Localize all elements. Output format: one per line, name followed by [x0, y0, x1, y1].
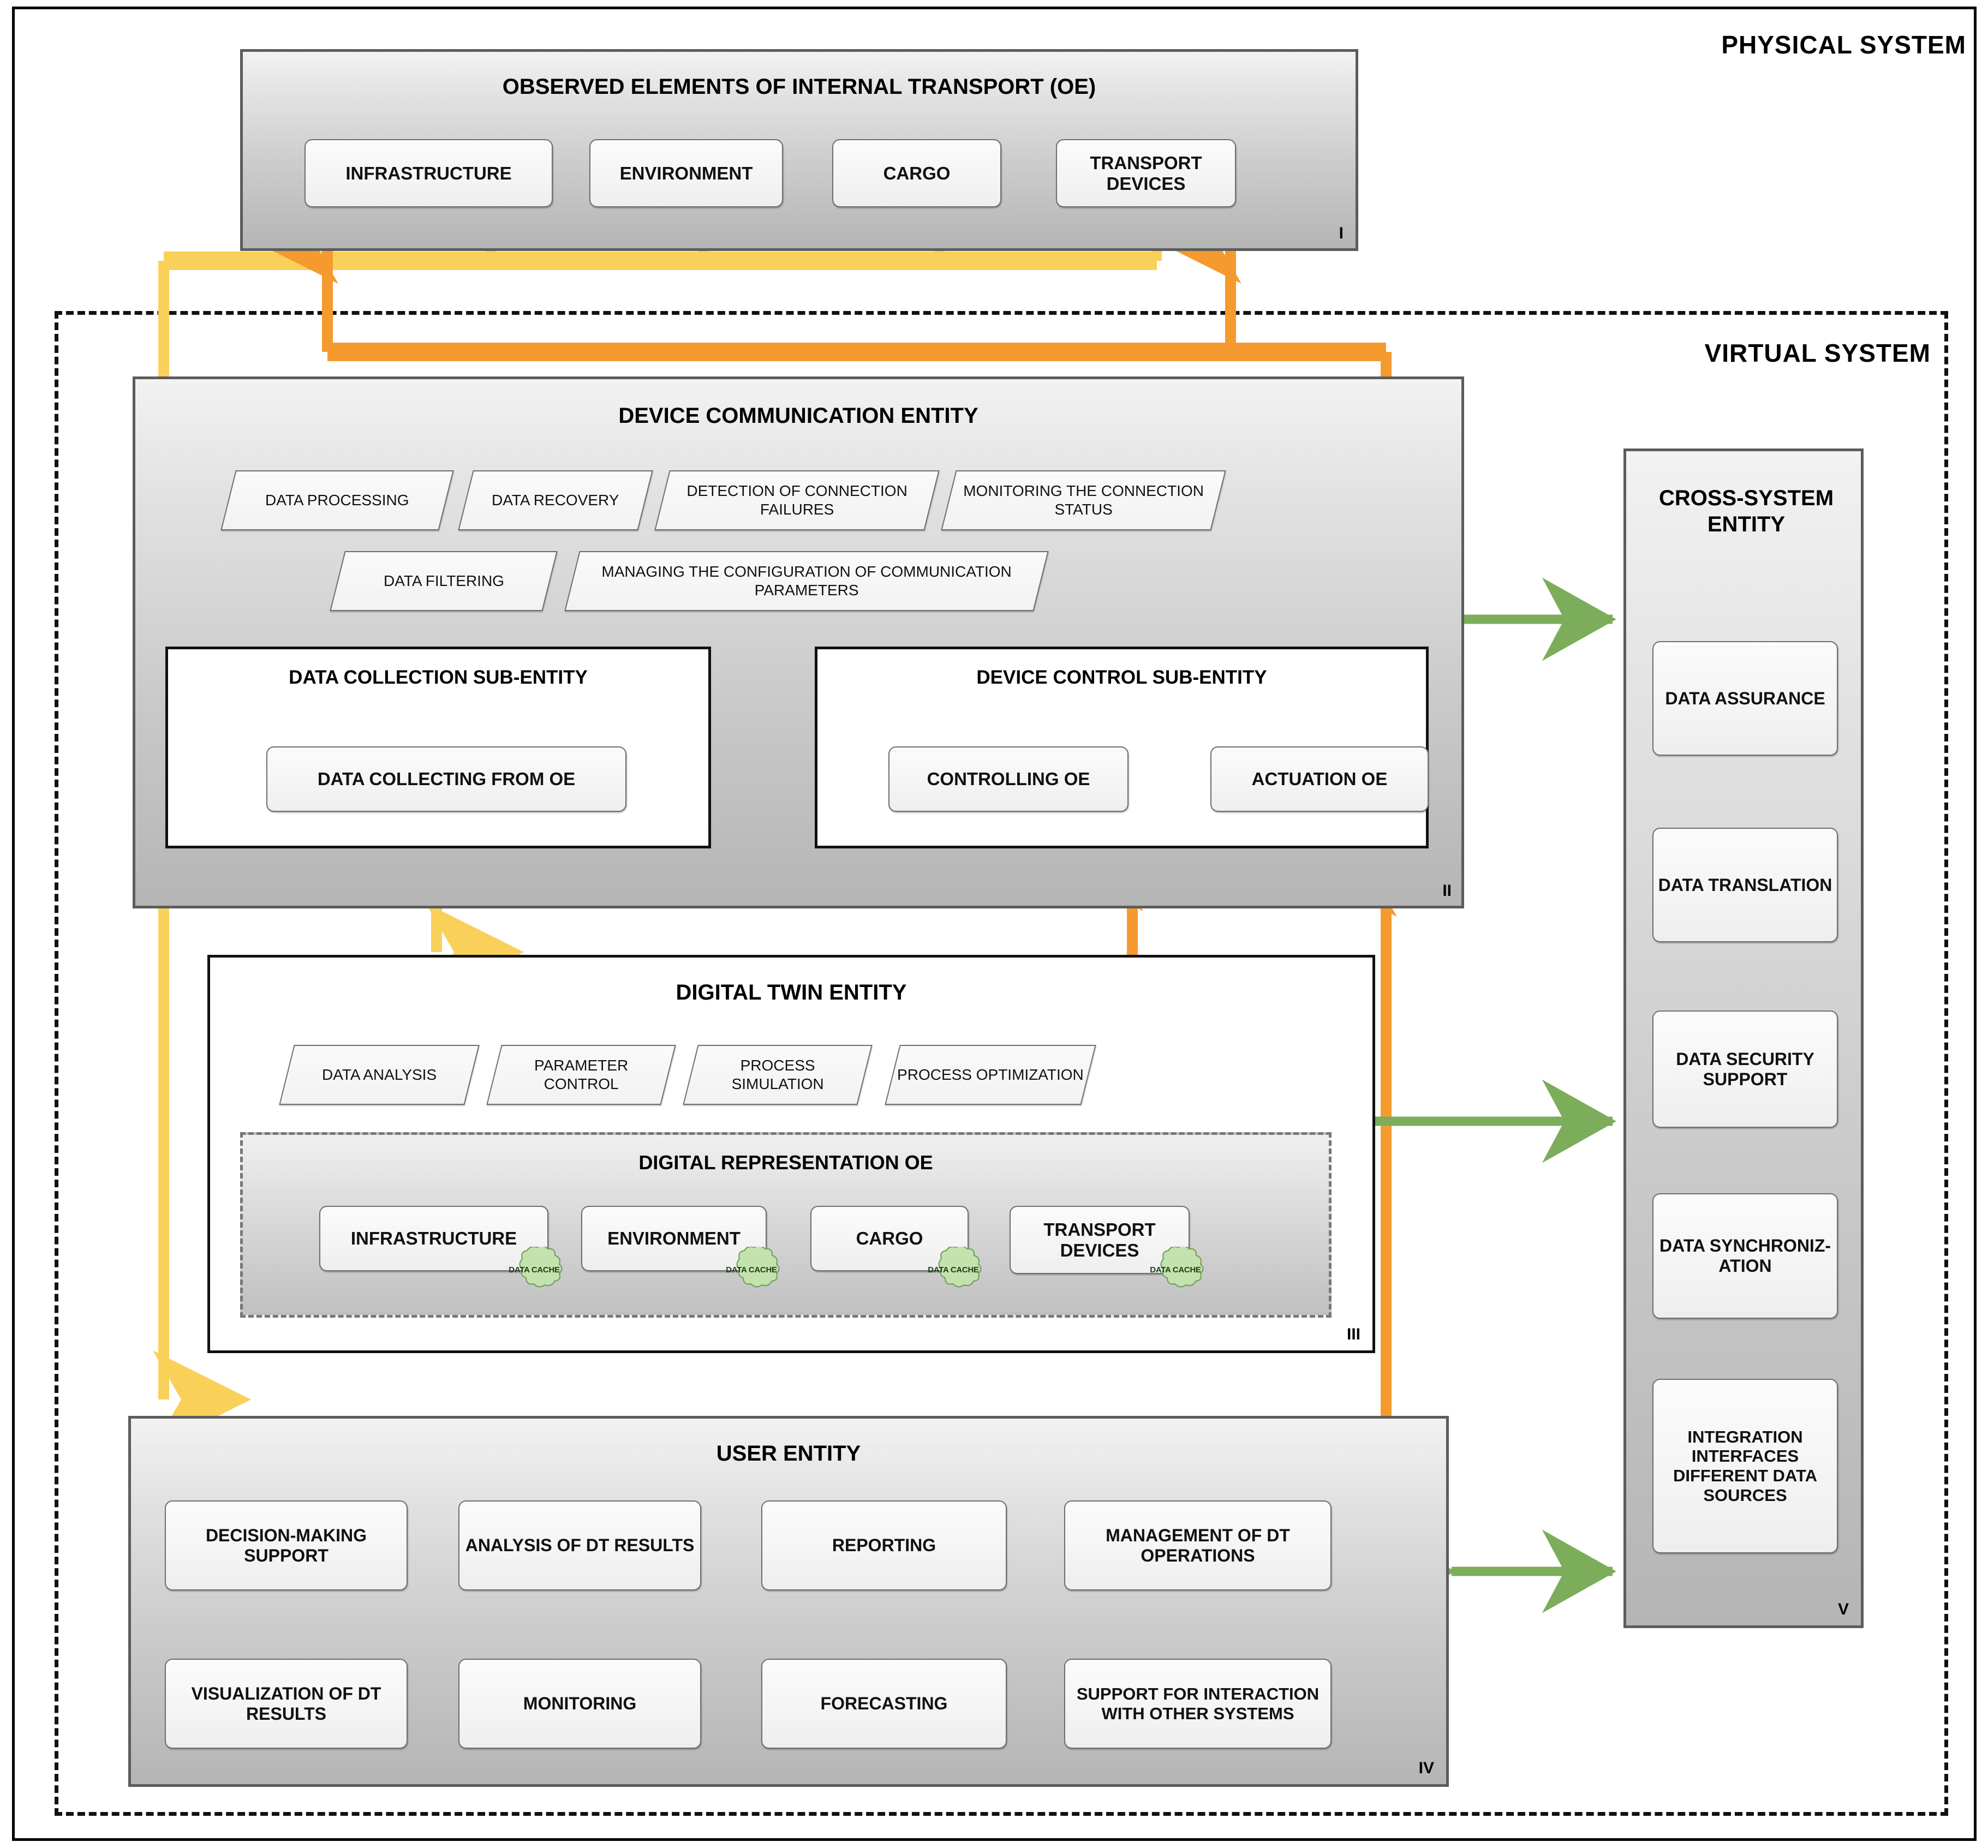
digital-representation-oe-group: DIGITAL REPRESENTATION OE INFRASTRUCTURE… — [240, 1132, 1332, 1318]
cse-item-data-security-support[interactable]: DATA SECURITY SUPPORT — [1652, 1010, 1838, 1128]
cse-item-data-assurance[interactable]: DATA ASSURANCE — [1652, 641, 1838, 756]
user-entity-panel: USER ENTITY DECISION-MAKING SUPPORT ANAL… — [128, 1416, 1449, 1787]
observed-elements-panel: OBSERVED ELEMENTS OF INTERNAL TRANSPORT … — [240, 49, 1358, 251]
dr-box-transport-devices[interactable]: TRANSPORT DEVICES — [1010, 1206, 1190, 1274]
dce-function-label: DATA RECOVERY — [492, 492, 619, 509]
dr-box-infrastructure[interactable]: INFRASTRUCTURE — [319, 1206, 548, 1271]
oe-box-transport-devices[interactable]: TRANSPORT DEVICES — [1056, 139, 1236, 207]
digital-representation-oe-title: DIGITAL REPRESENTATION OE — [638, 1151, 933, 1174]
dce-function-data-processing[interactable]: DATA PROCESSING — [220, 470, 454, 530]
dce-function-managing-communication-parameters[interactable]: MANAGING THE CONFIGURATION OF COMMUNICAT… — [564, 551, 1049, 611]
dt-function-label: PARAMETER CONTROL — [534, 1057, 629, 1092]
roman-numeral-v: V — [1837, 1600, 1849, 1618]
ue-item-management-of-dt-operations[interactable]: MANAGEMENT OF DT OPERATIONS — [1064, 1500, 1332, 1590]
cross-system-entity-panel: CROSS-SYSTEM ENTITY DATA ASSURANCE DATA … — [1623, 448, 1864, 1628]
oe-box-infrastructure[interactable]: INFRASTRUCTURE — [305, 139, 553, 207]
device-communication-entity-panel: DEVICE COMMUNICATION ENTITY DATA PROCESS… — [133, 376, 1464, 908]
data-cache-cloud-environment: DATA CACHE — [723, 1245, 780, 1294]
virtual-system-frame — [55, 311, 1948, 1816]
device-control-sub-entity: DEVICE CONTROL SUB-ENTITY CONTROLLING OE… — [815, 647, 1429, 848]
dce-function-data-filtering[interactable]: DATA FILTERING — [330, 551, 558, 611]
dt-function-parameter-control[interactable]: PARAMETER CONTROL — [486, 1045, 676, 1105]
dce-function-data-recovery[interactable]: DATA RECOVERY — [458, 470, 653, 530]
virtual-system-label: VIRTUAL SYSTEM — [1704, 339, 1931, 367]
device-communication-entity-title: DEVICE COMMUNICATION ENTITY — [618, 404, 978, 428]
ue-item-decision-making-support[interactable]: DECISION-MAKING SUPPORT — [165, 1500, 408, 1590]
oe-box-cargo[interactable]: CARGO — [832, 139, 1001, 207]
roman-numeral-iii: III — [1346, 1325, 1360, 1343]
dt-function-process-simulation[interactable]: PROCESS SIMULATION — [683, 1045, 873, 1105]
dt-function-label: DATA ANALYSIS — [321, 1066, 437, 1084]
dc-item-actuation-oe[interactable]: ACTUATION OE — [1210, 746, 1429, 812]
ue-item-analysis-of-dt-results[interactable]: ANALYSIS OF DT RESULTS — [458, 1500, 701, 1590]
device-control-sub-entity-title: DEVICE CONTROL SUB-ENTITY — [976, 667, 1267, 688]
dt-function-process-optimization[interactable]: PROCESS OPTIMIZATION — [885, 1045, 1096, 1105]
dc-item-data-collecting-from-oe[interactable]: DATA COLLECTING FROM OE — [266, 746, 626, 812]
data-cache-cloud-cargo: DATA CACHE — [925, 1245, 982, 1294]
roman-numeral-i: I — [1339, 224, 1344, 242]
dce-function-label: DATA PROCESSING — [265, 492, 409, 509]
dce-function-label: DETECTION OF CONNECTION FAILURES — [686, 482, 908, 518]
ue-item-support-for-interaction-with-other-systems[interactable]: SUPPORT FOR INTERACTION WITH OTHER SYSTE… — [1064, 1659, 1332, 1749]
dce-function-label: MANAGING THE CONFIGURATION OF COMMUNICAT… — [601, 563, 1012, 599]
dce-function-label: DATA FILTERING — [383, 572, 504, 590]
digital-twin-entity-title: DIGITAL TWIN ENTITY — [676, 980, 907, 1004]
cse-item-integration-interfaces-different-data-sources[interactable]: INTEGRATION INTERFACES DIFFERENT DATA SO… — [1652, 1379, 1838, 1553]
dt-function-label: PROCESS SIMULATION — [731, 1057, 824, 1092]
dce-function-monitoring-the-connection-status[interactable]: MONITORING THE CONNECTION STATUS — [941, 470, 1226, 530]
ue-item-monitoring[interactable]: MONITORING — [458, 1659, 701, 1749]
roman-numeral-iv: IV — [1418, 1759, 1434, 1777]
physical-system-label: PHYSICAL SYSTEM — [1721, 31, 1966, 59]
data-collection-sub-entity: DATA COLLECTION SUB-ENTITY DATA COLLECTI… — [165, 647, 711, 848]
user-entity-title: USER ENTITY — [716, 1442, 861, 1466]
cse-item-data-translation[interactable]: DATA TRANSLATION — [1652, 828, 1838, 942]
dt-function-data-analysis[interactable]: DATA ANALYSIS — [279, 1045, 480, 1105]
dr-box-environment[interactable]: ENVIRONMENT — [581, 1206, 767, 1271]
outer-frame — [12, 7, 1977, 1841]
dt-function-label: PROCESS OPTIMIZATION — [897, 1066, 1084, 1084]
data-cache-label: DATA CACHE — [1150, 1265, 1201, 1275]
data-cache-cloud-infrastructure: DATA CACHE — [506, 1245, 563, 1294]
cse-item-data-synchronization[interactable]: DATA SYNCHRONIZ- ATION — [1652, 1193, 1838, 1319]
dce-function-label: MONITORING THE CONNECTION STATUS — [963, 482, 1204, 518]
dce-function-detection-of-connection-failures[interactable]: DETECTION OF CONNECTION FAILURES — [654, 470, 940, 530]
observed-elements-title: OBSERVED ELEMENTS OF INTERNAL TRANSPORT … — [502, 75, 1096, 99]
cross-system-entity-title: CROSS-SYSTEM ENTITY — [1658, 486, 1834, 536]
ue-item-forecasting[interactable]: FORECASTING — [761, 1659, 1007, 1749]
digital-twin-entity-panel: DIGITAL TWIN ENTITY DATA ANALYSIS PARAME… — [207, 955, 1375, 1353]
data-collection-sub-entity-title: DATA COLLECTION SUB-ENTITY — [289, 667, 588, 688]
dc-item-controlling-oe[interactable]: CONTROLLING OE — [888, 746, 1129, 812]
data-cache-label: DATA CACHE — [726, 1265, 777, 1275]
data-cache-label: DATA CACHE — [928, 1265, 979, 1275]
oe-box-environment[interactable]: ENVIRONMENT — [589, 139, 783, 207]
data-cache-label: DATA CACHE — [509, 1265, 560, 1275]
ue-item-visualization-of-dt-results[interactable]: VISUALIZATION OF DT RESULTS — [165, 1659, 408, 1749]
roman-numeral-ii: II — [1442, 882, 1452, 900]
ue-item-reporting[interactable]: REPORTING — [761, 1500, 1007, 1590]
data-cache-cloud-transport-devices: DATA CACHE — [1147, 1245, 1204, 1294]
